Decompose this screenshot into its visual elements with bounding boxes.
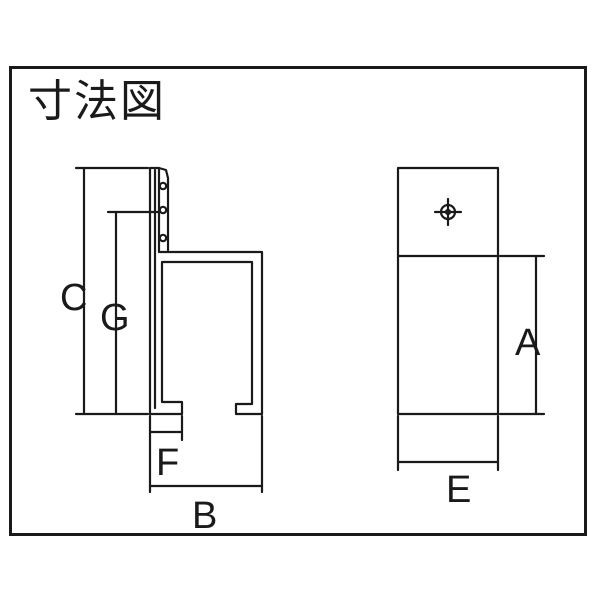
diagram-frame bbox=[9, 66, 587, 536]
bracket-mounting-tab bbox=[157, 166, 170, 252]
hole-crosshair-icon bbox=[433, 197, 463, 227]
bolt-hole-lower bbox=[158, 233, 168, 243]
bracket-side-profile-outer bbox=[148, 166, 264, 416]
dimension-label-f: F bbox=[156, 442, 179, 484]
dimension-label-c: C bbox=[60, 277, 87, 319]
bracket-front-plate bbox=[396, 166, 500, 416]
page-title: 寸法図 bbox=[28, 76, 166, 127]
dimension-label-g: G bbox=[100, 297, 130, 339]
bolt-hole-upper bbox=[158, 181, 168, 191]
bolt-hole-middle bbox=[158, 205, 168, 215]
dimension-label-b: B bbox=[192, 495, 217, 537]
dimension-label-e: E bbox=[446, 469, 471, 511]
dimension-label-a: A bbox=[515, 322, 541, 364]
